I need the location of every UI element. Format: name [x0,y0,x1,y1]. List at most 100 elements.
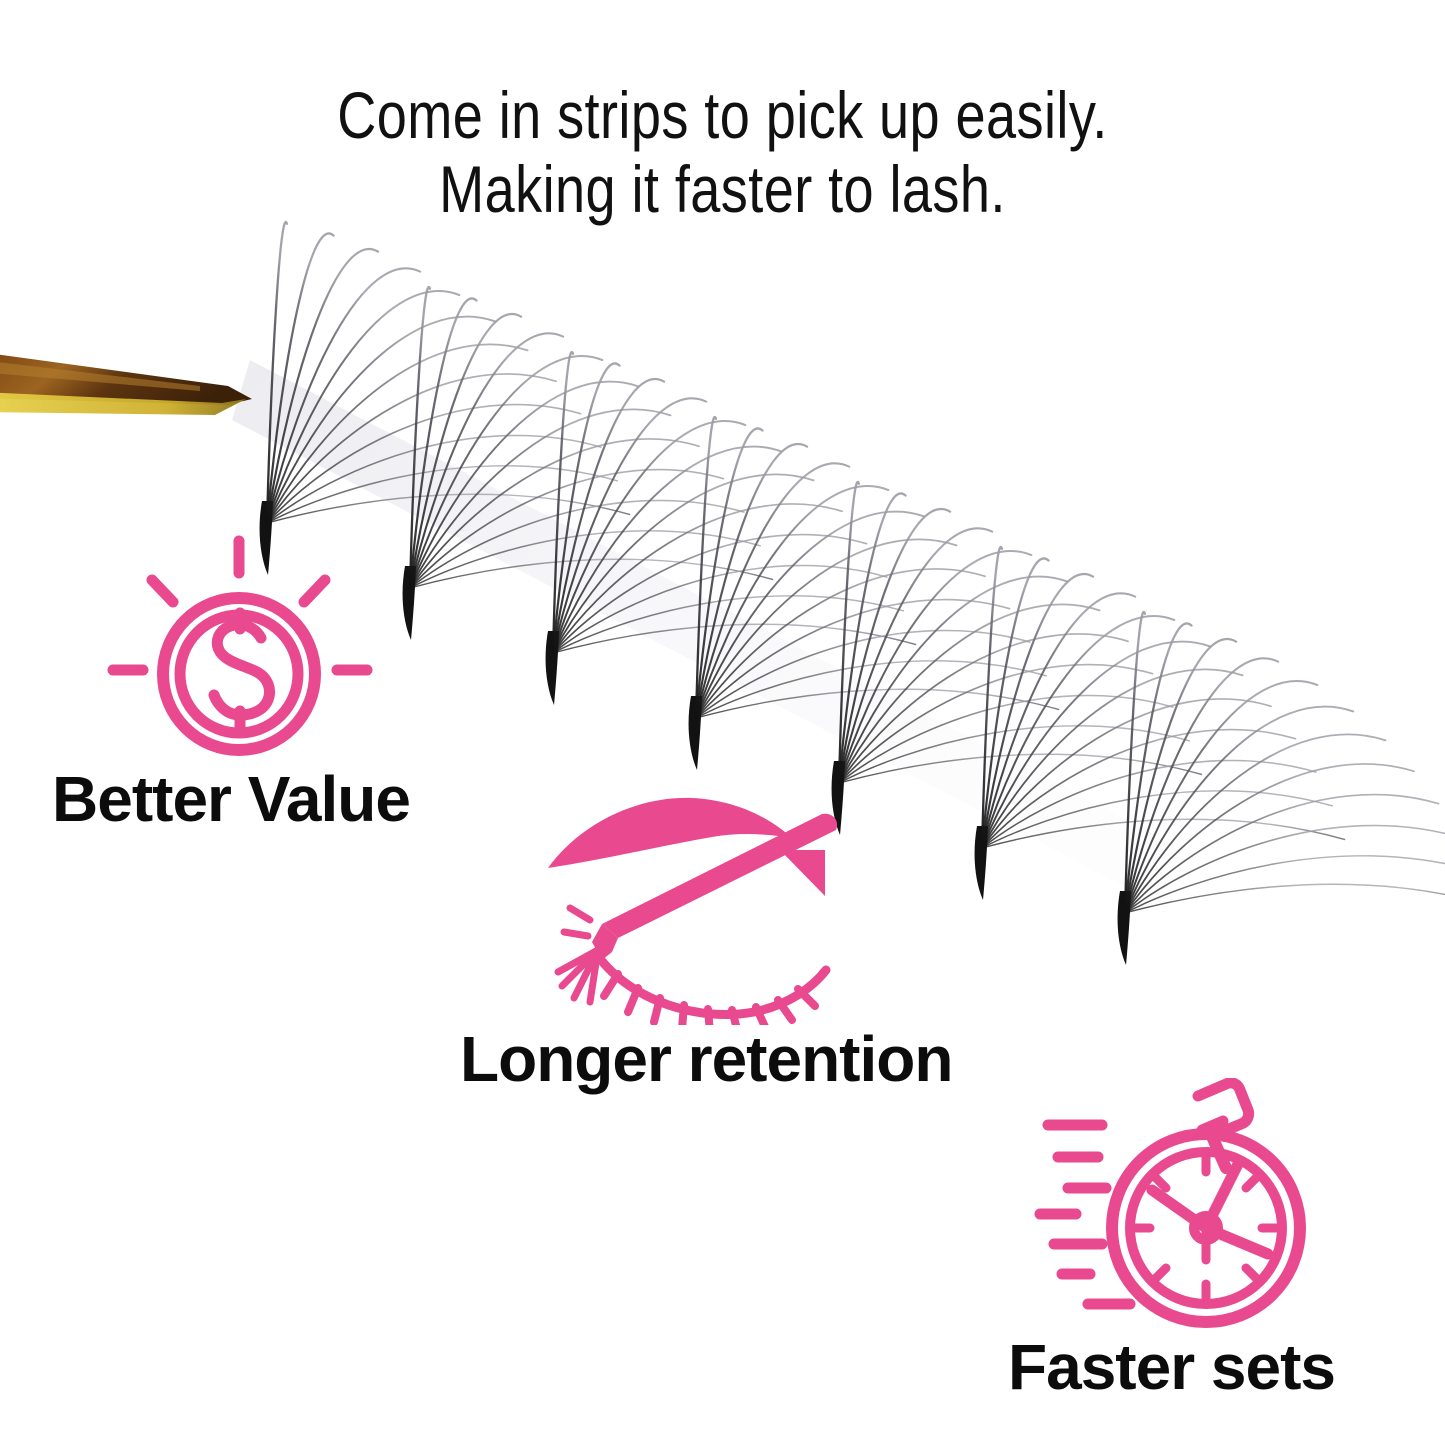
lash-filament [695,538,958,719]
ray-top-left [146,574,179,608]
tick-1 [1241,1173,1261,1193]
lash-filament [265,220,289,525]
lash-filament [551,362,621,655]
lash-filament [695,510,926,719]
eye-lash-3 [650,994,664,1025]
lash-filament [266,373,557,524]
lash-filament [981,615,1176,849]
lash-filament [552,595,905,654]
lash-filament [1124,705,1355,914]
lash-filament [837,508,952,785]
feature-label-faster-sets: Faster sets [1008,1331,1336,1403]
ray-top-right [298,574,331,608]
lash-filament [981,790,1334,849]
lash-filament [838,694,1174,784]
lash-filament [266,290,461,524]
lash-filament [409,468,725,589]
lash-fan-base [1117,891,1131,965]
lash-filament [1123,638,1238,915]
stopwatch-icon [1034,1078,1306,1328]
lash-filament [266,434,602,524]
lash-filament [552,445,783,654]
lash-filament [838,725,1191,784]
lash-filament [266,403,582,524]
stopwatch-crown [1192,1078,1255,1141]
lash-filament [552,564,888,654]
lash-filament [1124,855,1445,914]
lash-filament [266,493,631,524]
lash-filament [409,499,745,589]
lash-filament [552,473,815,654]
lash-filament [838,753,1203,784]
lash-filament [408,313,523,590]
lash-filament [551,378,666,655]
lash-filament [265,232,335,525]
lash-filament [408,285,432,590]
lash-filament [1123,610,1147,915]
lash-filament [1124,883,1445,914]
tick-10 [1151,1173,1171,1193]
held-fan-spark-2 [560,928,592,940]
lash-filament [1123,622,1193,915]
lash-filament [408,297,478,590]
eyebrow-shape [548,797,792,868]
lash-filament [980,592,1137,850]
lash-filament [409,558,774,589]
lash-filament [838,603,1101,784]
held-fan-4 [586,946,602,1006]
lash-filament [980,573,1095,850]
dollar-sign-stroke [208,619,275,721]
page-title: Come in strips to pick up easily. Making… [130,78,1315,226]
stopwatch-ticks [1131,1153,1281,1303]
lash-tweezer-eye-icon [548,797,838,1025]
lash-filament [1124,680,1319,914]
lash-filament [981,640,1212,849]
lash-filament [838,663,1154,784]
eye-lash-1 [600,970,622,1000]
lash-filament [1123,657,1280,915]
lash-filament [408,332,565,590]
eye-lash-4 [678,1001,688,1025]
lash-filament [551,350,575,655]
lash-filament [552,420,747,654]
stopwatch-outer-ring [1106,1128,1306,1328]
feature-label-better-value: Better Value [52,763,411,835]
lash-filament [694,415,718,720]
lash-filament [409,355,604,589]
lash-filament [838,550,1033,784]
lash-filament [980,545,1004,850]
lash-filament [1124,824,1445,914]
lash-filament [980,557,1050,850]
lash-filament [981,698,1272,849]
lash-filament [552,623,917,654]
lash-filament [266,343,529,524]
lash-filament [837,480,861,785]
lash-filament [409,530,762,589]
lash-filament [1124,763,1415,914]
lash-filament [695,568,986,719]
tweezer-upper-arm [602,813,838,938]
lash-fan-base [974,826,988,900]
lash-filament [838,633,1129,784]
speed-lines [1034,1119,1136,1310]
tweezer-lower-arm [780,850,825,896]
lash-filament [266,465,619,524]
feature-label-longer-retention: Longer retention [460,1023,953,1095]
lash-tweezer-photo [0,354,252,415]
stopwatch-hub [1189,1211,1223,1245]
lash-filament [409,408,672,589]
lash-filament [265,267,422,525]
lash-filament [695,688,1060,719]
tick-4 [1241,1263,1261,1283]
eye-lash-6 [728,1006,741,1025]
coin-outer-ring [157,592,321,756]
eye-lash-9 [794,985,819,1010]
lash-filament [981,728,1297,849]
dollar-coin-icon [107,535,373,756]
lash-filament [694,427,764,720]
held-fan-spark-1 [566,904,594,924]
lash-fan-base [545,631,559,705]
lash-filament [695,629,1031,719]
eye-lid-line [593,951,831,1019]
